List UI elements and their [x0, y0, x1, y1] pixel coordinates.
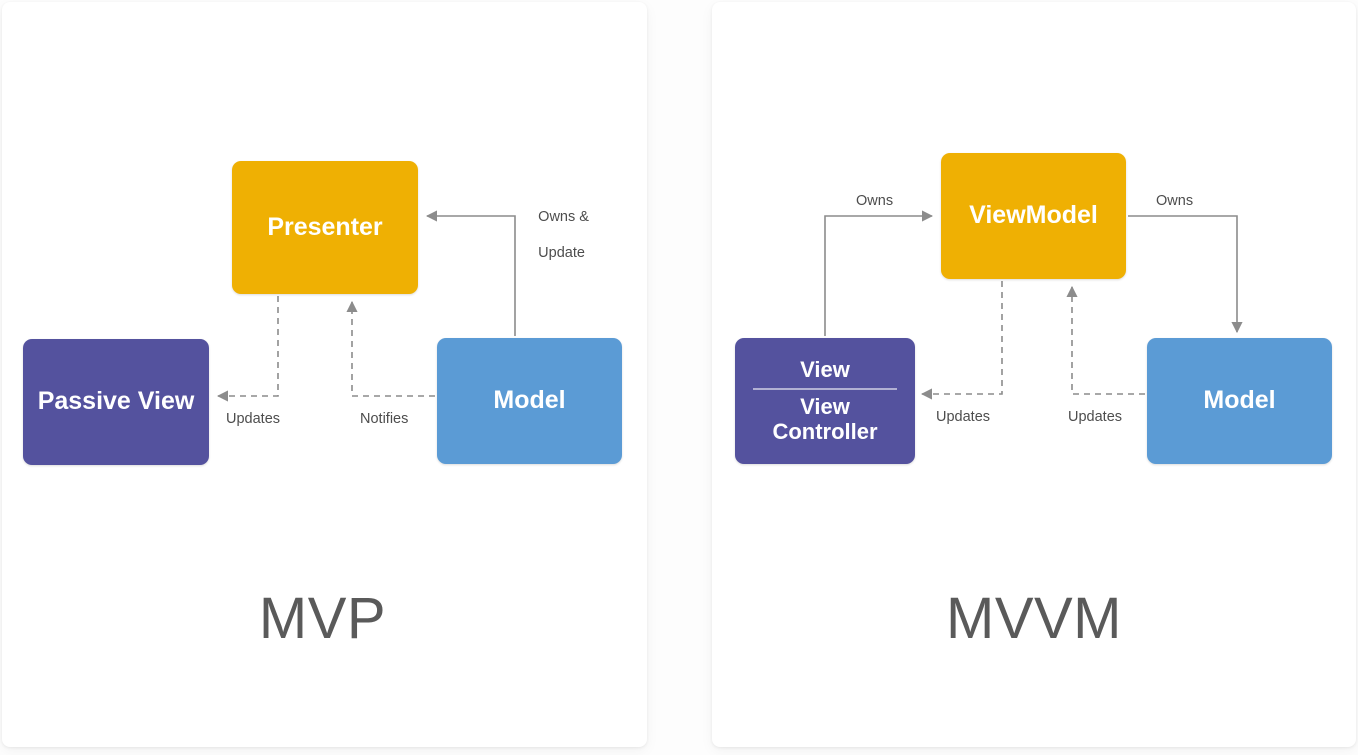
node-viewmodel[interactable]: ViewModel: [941, 153, 1126, 279]
edge-label-owns-right: Owns: [1156, 193, 1194, 209]
node-model-mvvm-label: Model: [1203, 386, 1276, 415]
panel-title-mvp: MVP: [258, 586, 387, 651]
edge-label-updates-left: Updates: [936, 409, 991, 425]
edge-viewmodel-owns-model: [1128, 215, 1243, 334]
node-view-label: View: [800, 356, 850, 382]
edge-presenter-updates-passive-view: [216, 296, 279, 402]
mvvm-connector-layer: [824, 210, 1243, 400]
mvp-connector-layer: [216, 210, 516, 402]
node-viewcontroller-label-line2: Controller: [772, 419, 878, 445]
node-model-mvvm[interactable]: Model: [1147, 338, 1332, 464]
edge-label-owns-update: Owns & Update: [514, 190, 589, 281]
node-viewcontroller-label-line1: View: [800, 393, 850, 419]
view-divider: [752, 387, 898, 390]
node-model-mvp-label: Model: [493, 386, 566, 415]
edge-viewmodel-updates-view: [920, 281, 1003, 400]
node-viewmodel-label: ViewModel: [969, 201, 1098, 230]
node-view-viewcontroller[interactable]: View View Controller: [735, 338, 915, 464]
mvp-panel-card: Presenter Passive View Model Owns & Upda…: [2, 2, 647, 747]
node-passive-view[interactable]: Passive View: [23, 339, 209, 465]
panel-title-mvvm: MVVM: [946, 586, 1122, 651]
node-presenter[interactable]: Presenter: [232, 161, 418, 294]
edge-label-updates-right: Updates: [1068, 409, 1123, 425]
node-passive-view-label: Passive View: [37, 387, 195, 416]
mvvm-panel-card: ViewModel View View Controller Model Own…: [712, 2, 1356, 747]
node-model-mvp[interactable]: Model: [437, 338, 622, 464]
edge-label-owns-update-line1: Owns &: [538, 209, 589, 226]
edge-model-notifies-presenter: [346, 300, 435, 397]
edge-label-owns-update-line2: Update: [538, 245, 585, 262]
edge-view-owns-viewmodel: [824, 210, 934, 336]
edge-label-updates-mvp: Updates: [226, 411, 281, 427]
edge-label-notifies-mvp: Notifies: [360, 411, 409, 427]
edge-label-owns-left: Owns: [856, 193, 894, 209]
node-presenter-label: Presenter: [267, 212, 383, 241]
edge-model-owns-update-presenter: [425, 210, 516, 336]
edge-model-updates-viewmodel: [1066, 285, 1145, 395]
